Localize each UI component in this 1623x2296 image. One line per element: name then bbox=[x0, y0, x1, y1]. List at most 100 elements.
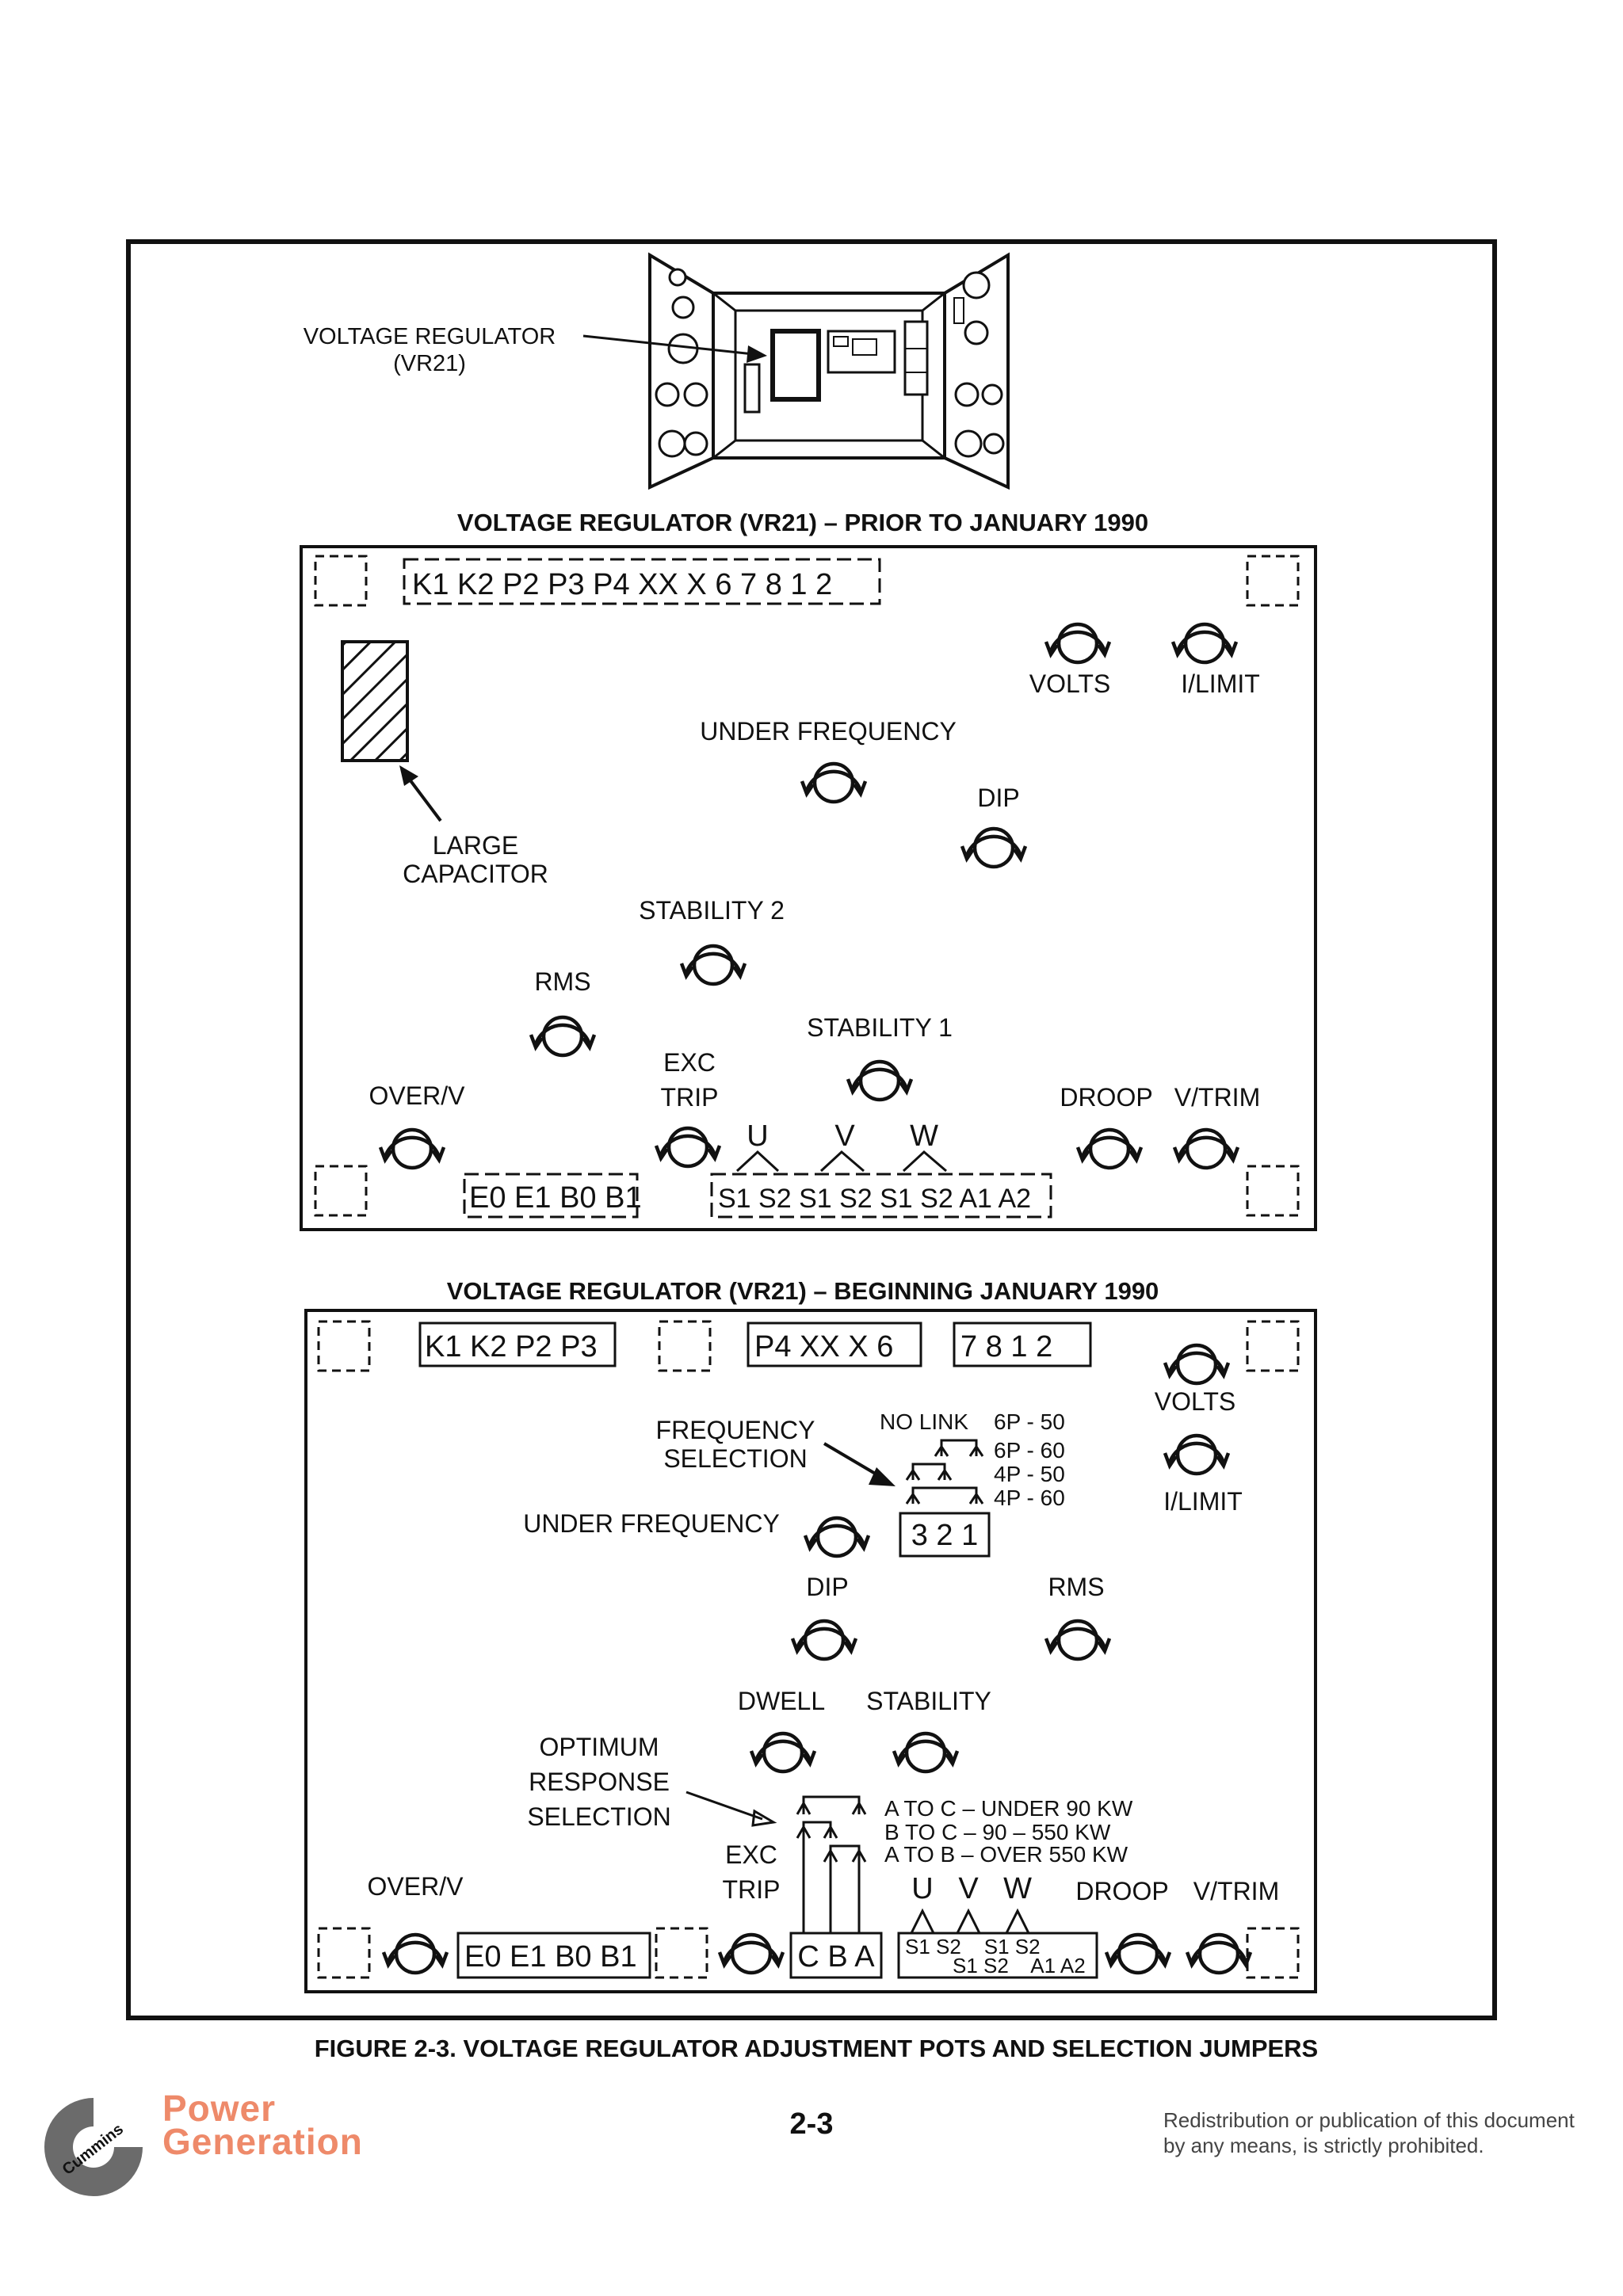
after-ilimit-pot-icon[interactable] bbox=[1165, 1436, 1228, 1474]
prior-exc-trip-pot-icon[interactable] bbox=[656, 1128, 720, 1166]
after-e-terminals: E0 E1 B0 B1 bbox=[464, 1940, 637, 1974]
after-volts-pot-icon[interactable] bbox=[1165, 1345, 1228, 1383]
after-terminals-2: P4 XX X 6 bbox=[754, 1330, 893, 1363]
after-phase-w-label: W bbox=[1003, 1872, 1032, 1905]
prior-overv-label: OVER/V bbox=[369, 1081, 466, 1110]
freq-option-6p60: 6P - 60 bbox=[994, 1438, 1065, 1463]
frequency-jumper-block-label: 3 2 1 bbox=[911, 1519, 979, 1552]
after-stability-label: STABILITY bbox=[866, 1687, 991, 1715]
optimum-response-line2: RESPONSE bbox=[529, 1768, 670, 1796]
after-dwell-pot-icon[interactable] bbox=[751, 1733, 815, 1772]
after-stability-pot-icon[interactable] bbox=[894, 1733, 957, 1772]
large-capacitor bbox=[341, 640, 409, 762]
frequency-jumper-links bbox=[905, 1439, 984, 1505]
prior-mounting-holes bbox=[314, 555, 1300, 1217]
cba-terminals: C B A bbox=[797, 1940, 875, 1974]
prior-panel bbox=[300, 545, 1317, 1231]
after-rms-pot-icon[interactable] bbox=[1046, 1621, 1109, 1659]
after-droop-pot-icon[interactable] bbox=[1106, 1935, 1170, 1973]
after-e-terminal-strip bbox=[456, 1932, 651, 1979]
response-jumper-links bbox=[796, 1795, 867, 1933]
prior-under-frequency-label: UNDER FREQUENCY bbox=[700, 717, 957, 746]
after-dip-label: DIP bbox=[806, 1573, 848, 1601]
frequency-selection-line1: FREQUENCY bbox=[656, 1416, 815, 1444]
capacitor-arrowhead bbox=[399, 765, 418, 786]
cba-terminal-strip bbox=[789, 1932, 883, 1979]
prior-under-frequency-pot-icon[interactable] bbox=[802, 764, 865, 802]
prior-e-terminal-strip bbox=[463, 1173, 639, 1219]
brand-line2: Generation bbox=[162, 2121, 363, 2162]
after-mounting-holes bbox=[317, 1320, 1300, 1979]
after-under-frequency-pot-icon[interactable] bbox=[805, 1518, 869, 1556]
optimum-response-line1: OPTIMUM bbox=[539, 1733, 659, 1761]
after-terminals-3: 7 8 1 2 bbox=[960, 1330, 1052, 1363]
prior-e-terminals: E0 E1 B0 B1 bbox=[469, 1181, 642, 1215]
prior-stability2-pot-icon[interactable] bbox=[682, 946, 745, 984]
vr21-location-marker bbox=[770, 329, 821, 402]
prior-exc-label: EXC bbox=[663, 1048, 716, 1077]
prior-stability1-label: STABILITY 1 bbox=[807, 1013, 953, 1042]
after-volts-label: VOLTS bbox=[1155, 1387, 1236, 1416]
prior-overv-pot-icon[interactable] bbox=[380, 1130, 444, 1168]
optimum-response-arrowhead bbox=[751, 1809, 777, 1827]
after-phase-v-label: V bbox=[958, 1872, 979, 1905]
after-under-frequency-label: UNDER FREQUENCY bbox=[523, 1509, 780, 1538]
after-exc-trip-pot-icon[interactable] bbox=[720, 1935, 783, 1973]
prior-panel-title: VOLTAGE REGULATOR (VR21) – PRIOR TO JANU… bbox=[457, 509, 1148, 536]
prior-top-terminals: K1 K2 P2 P3 P4 XX X 6 7 8 1 2 bbox=[412, 568, 832, 601]
frequency-selection-line2: SELECTION bbox=[663, 1444, 807, 1473]
capacitor-arrow bbox=[406, 775, 442, 822]
after-phase-u-label: U bbox=[911, 1872, 933, 1905]
response-option-b-to-c: B TO C – 90 – 550 KW bbox=[884, 1820, 1111, 1844]
prior-droop-label: DROOP bbox=[1060, 1083, 1152, 1112]
page-number: 2-3 bbox=[789, 2107, 834, 2141]
freq-option-4p60: 4P - 60 bbox=[994, 1486, 1065, 1510]
prior-vtrim-pot-icon[interactable] bbox=[1174, 1130, 1238, 1168]
after-dip-pot-icon[interactable] bbox=[792, 1621, 856, 1659]
capacitor-label-line1: LARGE bbox=[433, 831, 518, 860]
notice-line1: Redistribution or publication of this do… bbox=[1163, 2108, 1575, 2132]
prior-dip-pot-icon[interactable] bbox=[962, 829, 1025, 867]
prior-s-terminals: S1 S2 S1 S2 S1 S2 A1 A2 bbox=[718, 1184, 1031, 1214]
after-phase-connectors bbox=[910, 1908, 1030, 1934]
prior-rms-label: RMS bbox=[534, 967, 590, 996]
cummins-logo: Cummins bbox=[44, 2098, 143, 2196]
redistribution-notice: Redistribution or publication of this do… bbox=[1163, 2107, 1575, 2158]
control-cabinet-illustration bbox=[648, 252, 1010, 490]
prior-rms-pot-icon[interactable] bbox=[531, 1017, 594, 1055]
frequency-selection-arrowhead bbox=[869, 1467, 896, 1486]
frequency-jumper-block bbox=[899, 1512, 991, 1558]
response-option-a-to-c: A TO C – UNDER 90 KW bbox=[884, 1796, 1133, 1821]
after-s-terminals-bottom: S1 S2 A1 A2 bbox=[953, 1954, 1086, 1978]
prior-phase-v-label: V bbox=[834, 1119, 855, 1153]
prior-stability1-pot-icon[interactable] bbox=[848, 1062, 911, 1100]
vr-callout-line2: (VR21) bbox=[393, 351, 466, 376]
after-vtrim-label: V/TRIM bbox=[1193, 1877, 1279, 1905]
after-s-terminal-strip bbox=[897, 1932, 1098, 1979]
prior-s-terminal-strip bbox=[710, 1173, 1052, 1219]
after-rms-label: RMS bbox=[1048, 1573, 1104, 1601]
freq-option-6p50: 6P - 50 bbox=[994, 1409, 1065, 1434]
capacitor-label-line2: CAPACITOR bbox=[403, 860, 548, 888]
after-overv-pot-icon[interactable] bbox=[384, 1935, 447, 1973]
power-generation-brand: Power Generation bbox=[162, 2090, 363, 2162]
figure-frame bbox=[126, 239, 1497, 2020]
after-droop-label: DROOP bbox=[1075, 1877, 1168, 1905]
after-terminal-strip-2 bbox=[747, 1322, 922, 1367]
after-vtrim-pot-icon[interactable] bbox=[1187, 1935, 1251, 1973]
after-terminal-strip-1 bbox=[418, 1322, 617, 1367]
vr-callout-arrowhead bbox=[747, 345, 767, 363]
no-link-label: NO LINK bbox=[880, 1409, 968, 1434]
prior-phase-w-label: W bbox=[910, 1119, 938, 1153]
prior-trip-label: TRIP bbox=[661, 1083, 719, 1112]
prior-droop-pot-icon[interactable] bbox=[1078, 1130, 1141, 1168]
prior-top-terminal-strip bbox=[403, 558, 881, 605]
after-overv-label: OVER/V bbox=[368, 1872, 464, 1901]
prior-volts-pot-icon[interactable] bbox=[1046, 624, 1109, 662]
vr-callout-arrow bbox=[582, 334, 762, 357]
prior-ilimit-pot-icon[interactable] bbox=[1173, 624, 1236, 662]
prior-dip-label: DIP bbox=[977, 784, 1019, 812]
prior-vtrim-label: V/TRIM bbox=[1174, 1083, 1260, 1112]
vr-callout-line1: VOLTAGE REGULATOR bbox=[304, 324, 556, 349]
